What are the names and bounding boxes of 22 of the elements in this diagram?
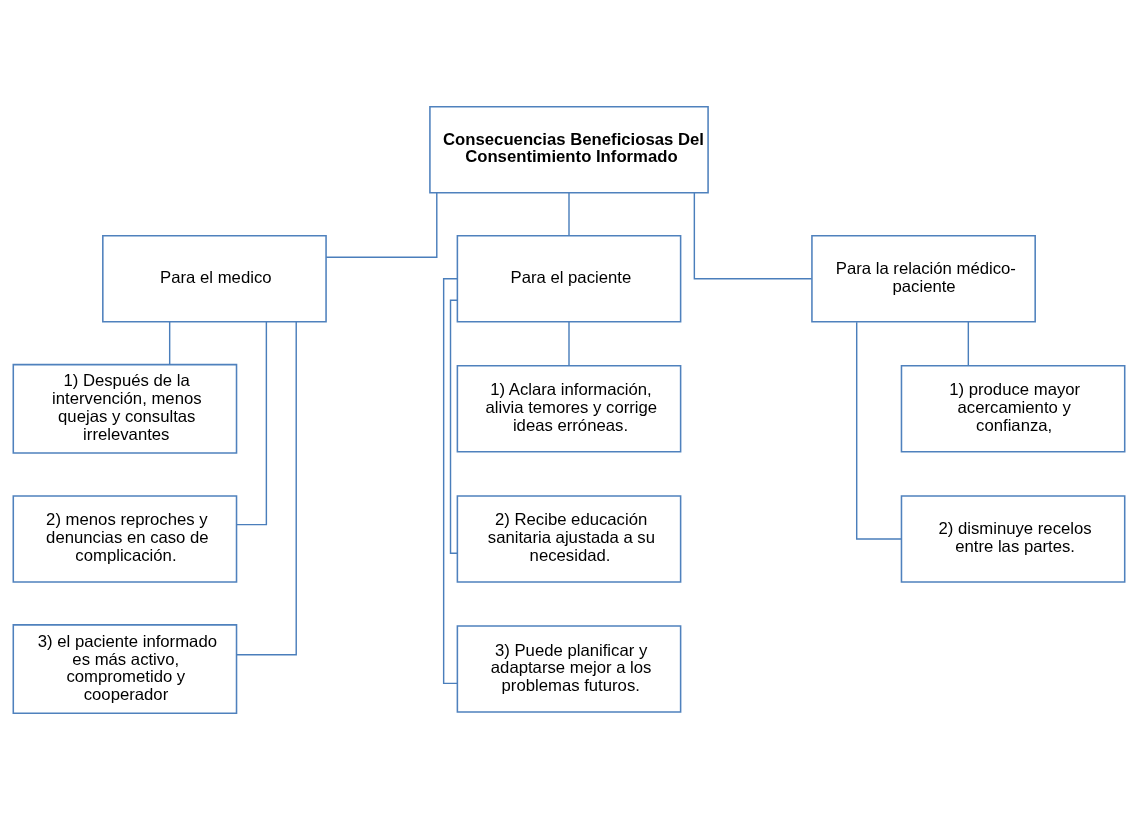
node-box: 3) Puede planificar y adaptarse mejor a los problemas futuros. <box>456 624 682 713</box>
connector <box>449 298 458 554</box>
node-box: 2) Recibe educación sanitaria ajustada a su necesidad. <box>456 494 682 583</box>
connector <box>568 320 570 366</box>
node-box: Para el paciente <box>456 234 682 322</box>
node-box: 1) Después de la intervención, menos quejas y consultas irrelevantes <box>12 363 238 454</box>
node-box: 3) el paciente informado es más activo, comprometido y cooperador <box>12 623 238 714</box>
node-box: Consecuencias Beneficiosas Del Consentimiento Informado <box>429 105 709 193</box>
node-box: 2) menos reproches y denuncias en caso de complicación. <box>12 494 238 583</box>
connector <box>693 191 813 279</box>
node-box: Para la relación médico-paciente <box>811 234 1036 322</box>
connector <box>325 191 438 258</box>
connector <box>236 320 297 655</box>
node-box: 1) Aclara información, alivia temores y corrige ideas erróneas. <box>456 364 682 453</box>
node-box: 1) produce mayor acercamiento y confianza, <box>900 364 1126 453</box>
connector <box>568 191 570 236</box>
connector <box>856 321 902 540</box>
node-box: Para el medico <box>102 234 327 322</box>
connector <box>168 320 171 365</box>
connector <box>967 320 970 366</box>
node-box: 2) disminuye recelos entre las partes. <box>900 494 1126 583</box>
connector <box>236 320 268 525</box>
